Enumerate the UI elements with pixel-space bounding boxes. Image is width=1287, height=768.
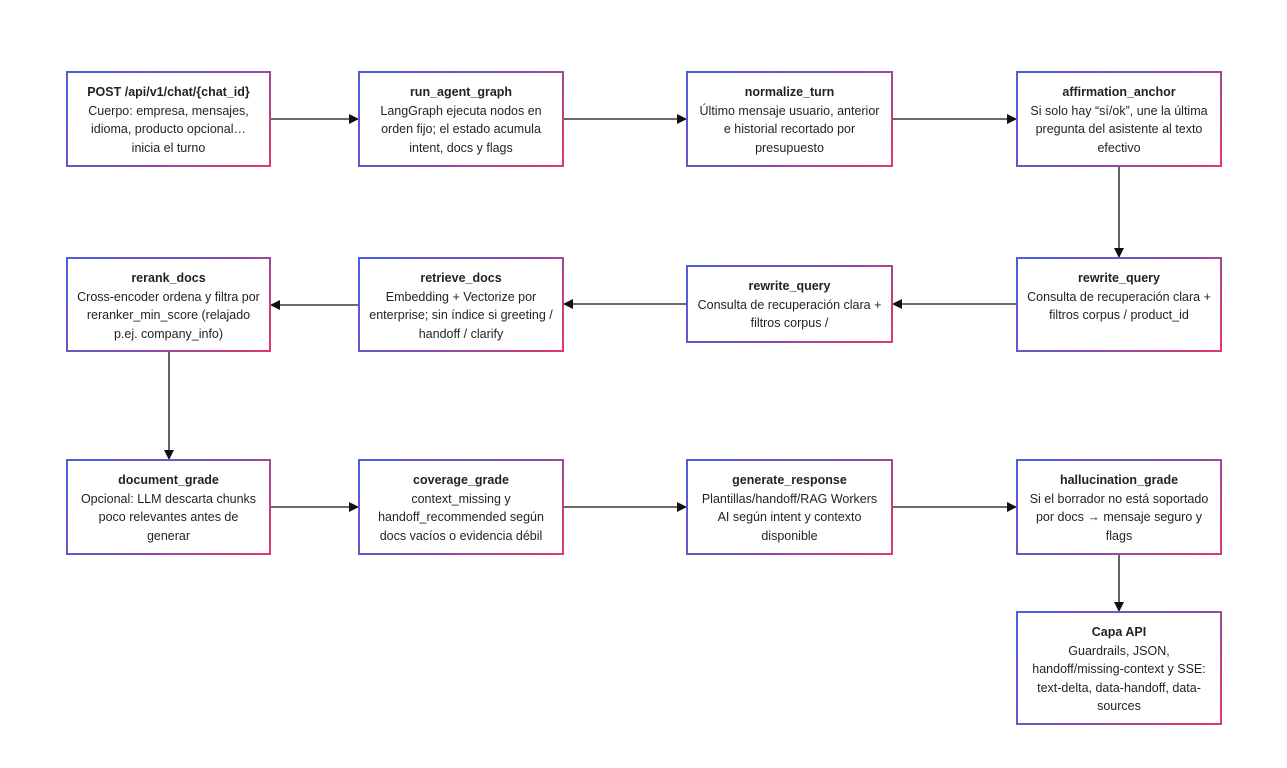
node-title: rewrite_query: [1078, 271, 1160, 285]
node-description: Embedding + Vectorize por enterprise; si…: [369, 289, 553, 341]
node-description: Cuerpo: empresa, mensajes, idioma, produ…: [88, 103, 249, 155]
node-description: Consulta de recuperación clara + filtros…: [1027, 289, 1211, 323]
node-description: Guardrails, JSON, handoff/missing-contex…: [1032, 643, 1206, 714]
node-affirmation-anchor: affirmation_anchor Si solo hay “sí/ok”, …: [1016, 71, 1222, 167]
node-hallucination-grade: hallucination_grade Si el borrador no es…: [1016, 459, 1222, 555]
node-coverage-grade: coverage_grade context_missing y handoff…: [358, 459, 564, 555]
node-title: affirmation_anchor: [1062, 85, 1176, 99]
node-description: LangGraph ejecuta nodos en orden fijo; e…: [380, 103, 542, 155]
node-document-grade: document_grade Opcional: LLM descarta ch…: [66, 459, 271, 555]
node-run-agent-graph: run_agent_graph LangGraph ejecuta nodos …: [358, 71, 564, 167]
node-retrieve-docs: retrieve_docs Embedding + Vectorize por …: [358, 257, 564, 352]
node-description: Consulta de recuperación clara + filtros…: [697, 297, 882, 331]
node-title: rerank_docs: [131, 271, 206, 285]
node-description: context_missing y handoff_recommended se…: [378, 491, 544, 543]
node-title: Capa API: [1091, 625, 1147, 639]
node-title: run_agent_graph: [409, 85, 513, 99]
node-generate-response: generate_response Plantillas/handoff/RAG…: [686, 459, 893, 555]
node-rewrite-query-mid: rewrite_query Consulta de recuperación c…: [686, 265, 893, 343]
node-normalize-turn: normalize_turn Último mensaje usuario, a…: [686, 71, 893, 167]
node-description: Opcional: LLM descarta chunks poco relev…: [80, 491, 257, 543]
node-description: Plantillas/handoff/RAG Workers AI según …: [701, 491, 878, 543]
node-post-endpoint: POST /api/v1/chat/{chat_id} Cuerpo: empr…: [66, 71, 271, 167]
node-title: generate_response: [732, 473, 847, 487]
node-title: document_grade: [118, 473, 219, 487]
node-title: retrieve_docs: [420, 271, 502, 285]
node-description: Si el borrador no está soportado por doc…: [1029, 491, 1209, 543]
node-description: Si solo hay “sí/ok”, une la última pregu…: [1030, 103, 1208, 155]
node-rewrite-query-right: rewrite_query Consulta de recuperación c…: [1016, 257, 1222, 352]
node-title: normalize_turn: [744, 85, 835, 99]
node-capa-api: Capa API Guardrails, JSON, handoff/missi…: [1016, 611, 1222, 725]
node-title: hallucination_grade: [1059, 473, 1179, 487]
node-title: rewrite_query: [748, 279, 831, 293]
node-description: Cross-encoder ordena y filtra por rerank…: [77, 289, 260, 341]
node-title: POST /api/v1/chat/{chat_id}: [87, 85, 250, 99]
node-rerank-docs: rerank_docs Cross-encoder ordena y filtr…: [66, 257, 271, 352]
node-title: coverage_grade: [413, 473, 509, 487]
node-description: Último mensaje usuario, anterior e histo…: [699, 103, 880, 155]
